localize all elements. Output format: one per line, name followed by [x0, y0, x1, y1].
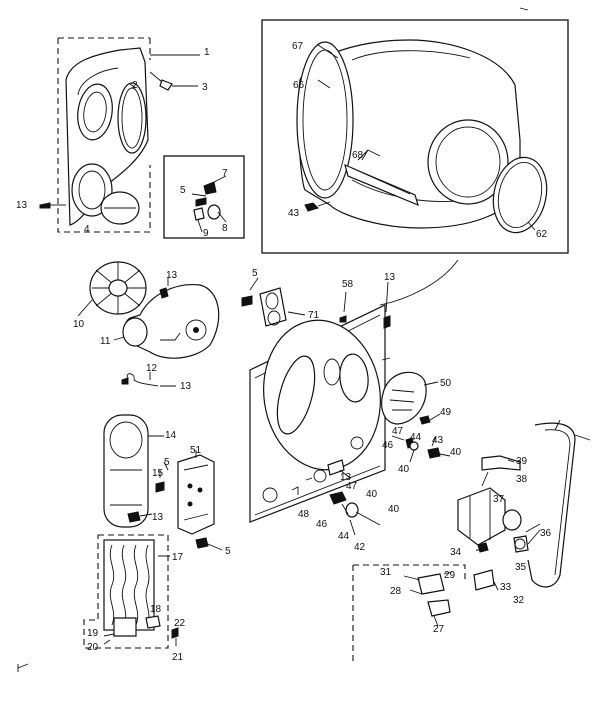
callout-40-d: 40: [388, 504, 400, 515]
scan-mark-top: [519, 7, 529, 11]
callout-10: 10: [73, 319, 85, 330]
callout-40-b: 40: [450, 447, 462, 458]
callout-1: 1: [204, 47, 210, 58]
callout-31: 31: [380, 567, 392, 578]
callout-9: 9: [203, 228, 209, 239]
heater-group: [83, 534, 179, 649]
motor-group: [391, 419, 591, 588]
callout-18: 18: [150, 604, 162, 615]
drum-baffle: [344, 163, 419, 207]
callout-62: 62: [536, 229, 548, 240]
callout-49: 49: [440, 407, 452, 418]
callout-22: 22: [174, 618, 186, 629]
callout-48: 48: [298, 509, 310, 520]
callout-68: 68: [352, 150, 364, 161]
callout-13-d: 13: [180, 381, 192, 392]
callout-38: 38: [516, 474, 528, 485]
callout-labels: 1 2 3 4 5 7 8 9 13 10 11 13 5 58 13 71 1…: [16, 41, 552, 663]
drum-rear: [296, 41, 354, 199]
callout-35: 35: [515, 562, 527, 573]
callout-11: 11: [100, 336, 111, 347]
callout-13-b: 13: [166, 270, 178, 281]
control-box: [163, 155, 245, 239]
callout-28: 28: [390, 586, 402, 597]
callout-44-a: 44: [410, 432, 422, 443]
drum-seal: [492, 156, 548, 234]
callout-2: 2: [132, 80, 138, 91]
callout-27: 27: [433, 624, 445, 635]
callout-13-a: 13: [16, 200, 28, 211]
drive-belt: [527, 422, 576, 588]
callout-13-f: 13: [340, 472, 352, 483]
blower-group: [77, 155, 306, 387]
scan-mark: [17, 663, 29, 672]
callout-36: 36: [540, 528, 552, 539]
callout-19: 19: [87, 628, 99, 639]
callout-15: 15: [152, 468, 164, 479]
lint-screen: [381, 371, 427, 425]
callout-40-a: 40: [398, 464, 410, 475]
drum-frame: [261, 19, 569, 254]
callout-33: 33: [500, 582, 512, 593]
callout-71: 71: [308, 310, 320, 321]
lint-duct: [103, 414, 149, 528]
callout-50: 50: [440, 378, 452, 389]
callout-4: 4: [84, 224, 90, 235]
callout-5-c: 5: [164, 457, 170, 468]
callout-7: 7: [222, 168, 228, 179]
callout-14: 14: [165, 430, 177, 441]
motor-mount: [481, 455, 521, 471]
callout-13-c: 13: [384, 272, 396, 283]
callout-29: 29: [444, 570, 456, 581]
callout-8: 8: [222, 223, 228, 234]
callout-43-b: 43: [432, 435, 444, 446]
callout-42: 42: [354, 542, 366, 553]
callout-17: 17: [172, 552, 184, 563]
callout-66: 66: [293, 80, 305, 91]
callout-46-b: 46: [316, 519, 328, 530]
duct-group: [103, 371, 441, 551]
callout-21: 21: [172, 652, 184, 663]
callout-13-e: 13: [152, 512, 164, 523]
callout-58: 58: [342, 279, 354, 290]
callout-47-a: 47: [392, 426, 404, 437]
callout-46-a: 46: [382, 440, 394, 451]
callout-3: 3: [202, 82, 208, 93]
callout-20: 20: [87, 642, 99, 653]
rear-bulkhead: [249, 259, 459, 523]
callout-5-a: 5: [180, 185, 186, 196]
callout-39: 39: [516, 456, 528, 467]
drum-box: [261, 19, 569, 254]
callout-44-b: 44: [338, 531, 350, 542]
callout-32: 32: [513, 595, 525, 606]
callout-37: 37: [493, 494, 505, 505]
callout-43-a: 43: [288, 208, 300, 219]
front-panel-group: [39, 37, 200, 233]
callout-5-b: 5: [252, 268, 258, 279]
duct-seal: [177, 454, 215, 535]
callout-51: 51: [190, 445, 202, 456]
idler-pulley: [513, 535, 529, 553]
callout-67: 67: [292, 41, 304, 52]
callout-5-d: 5: [225, 546, 231, 557]
duct-plate: [259, 287, 287, 327]
callout-47-b: 47: [346, 481, 358, 492]
callout-34: 34: [450, 547, 462, 558]
panel-seal: [117, 82, 147, 154]
tensioner-group: [329, 491, 499, 665]
drum-front-opening: [427, 119, 509, 205]
callout-12: 12: [146, 363, 158, 374]
callout-40-c: 40: [366, 489, 378, 500]
